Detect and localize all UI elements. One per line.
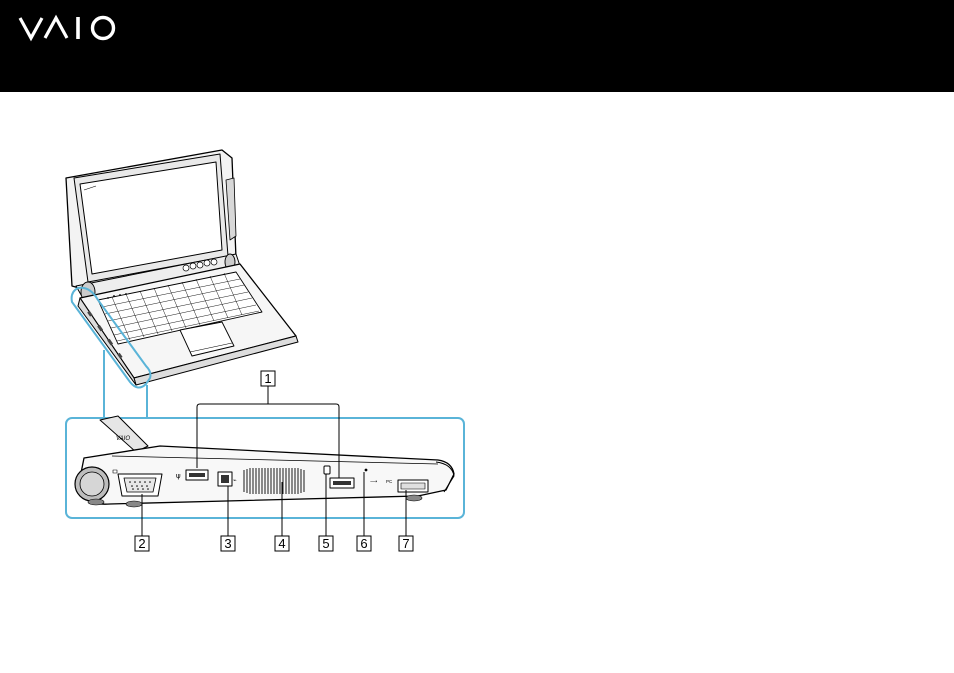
callout-6: 6 (357, 536, 371, 551)
svg-text:7: 7 (402, 536, 409, 551)
laptop-illustration (66, 150, 298, 385)
svg-text:4: 4 (278, 536, 285, 551)
svg-text:⌁: ⌁ (233, 477, 237, 484)
svg-text:ψ: ψ (176, 472, 181, 480)
svg-text:2: 2 (138, 536, 145, 551)
side-vaio-mark: VAIO (116, 436, 130, 442)
svg-text:5: 5 (322, 536, 329, 551)
callout-1: 1 (261, 371, 275, 386)
callout-2: 2 (135, 536, 149, 551)
callout-7: 7 (399, 536, 413, 551)
callout-3: 3 (221, 536, 235, 551)
callout-4: 4 (275, 536, 289, 551)
svg-text:1: 1 (264, 371, 271, 386)
side-panel-illustration: ψ ⌁ PC ⟶ (75, 416, 454, 507)
pc-card-mark: PC (386, 479, 393, 484)
svg-text:6: 6 (360, 536, 367, 551)
svg-text:3: 3 (224, 536, 231, 551)
callout-5: 5 (319, 536, 333, 551)
svg-text:⟶: ⟶ (370, 479, 377, 485)
